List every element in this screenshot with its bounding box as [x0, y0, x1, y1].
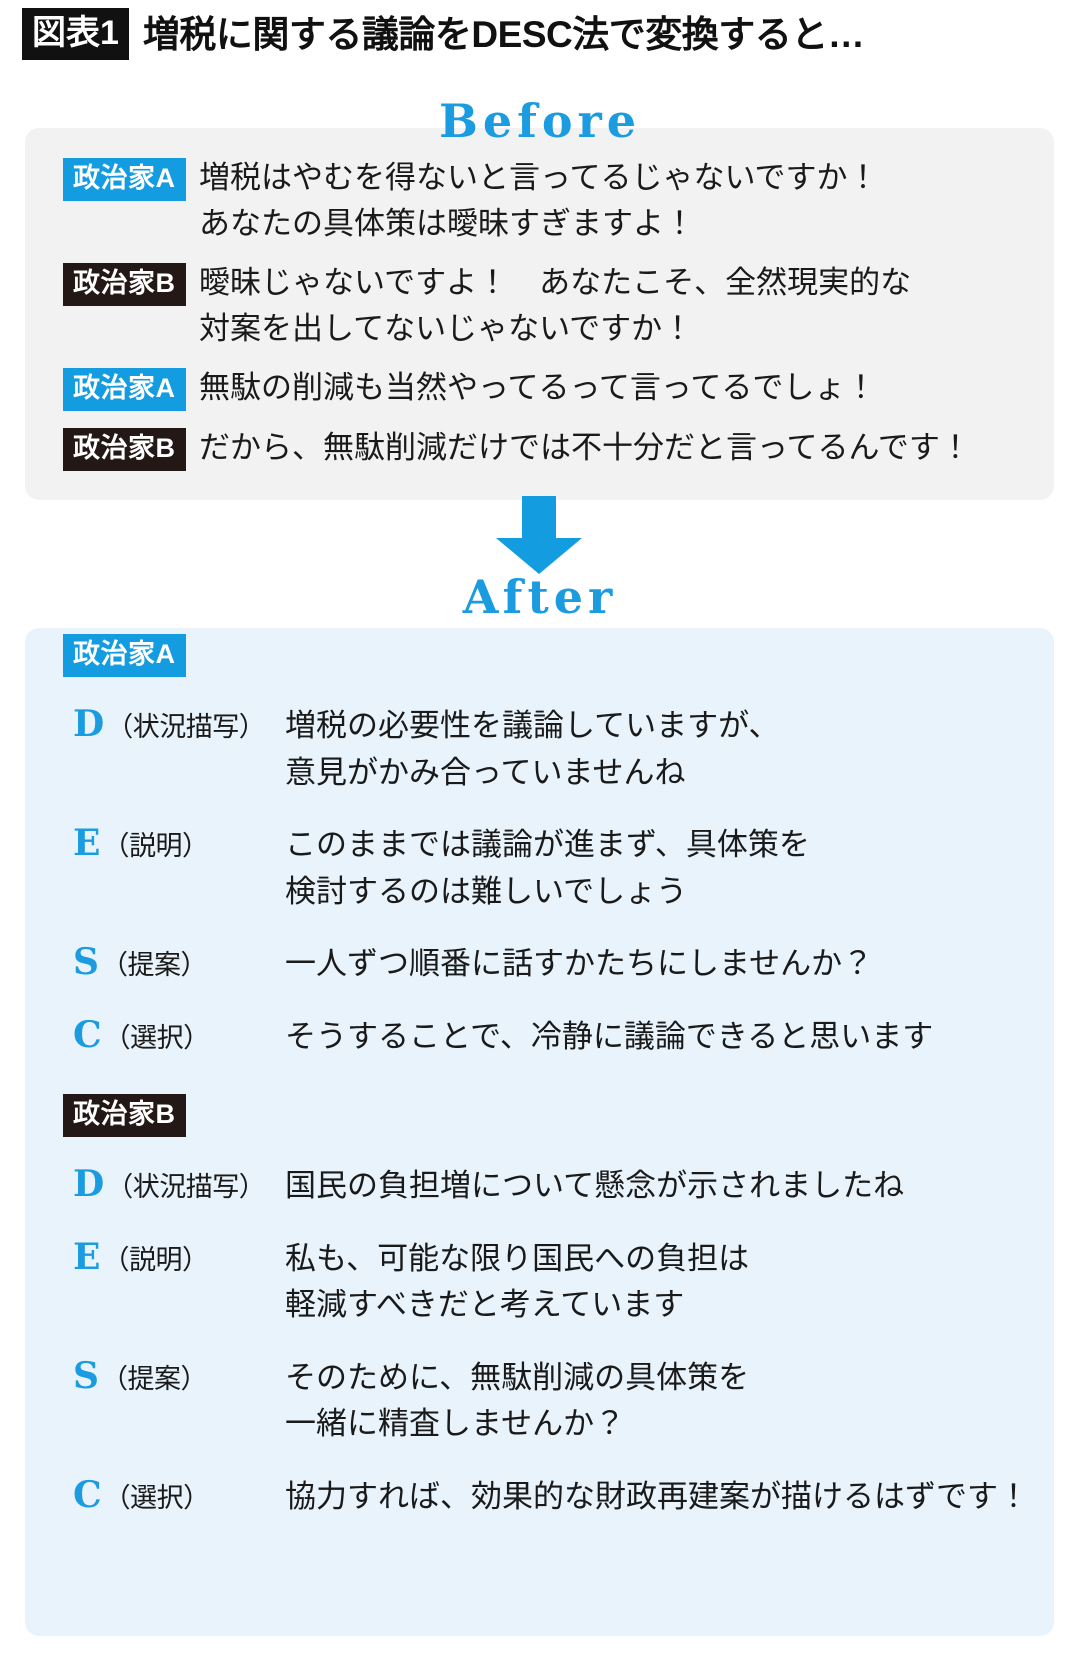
desc-line: 国民の負担増について懸念が示されましたね: [285, 1168, 905, 1203]
dialogue-line: 対案を出してないじゃないですか！: [199, 310, 694, 346]
speaker-badge: 政治家A: [63, 158, 186, 201]
desc-key: C（選択）: [63, 1014, 285, 1057]
desc-key: D（状況描写）: [63, 703, 285, 746]
dialogue-line: だから、無駄削減だけでは不十分だと言ってるんです！: [199, 430, 971, 466]
desc-row: D（状況描写）増税の必要性を議論していますが、意見がかみ合っていませんね: [63, 703, 1043, 796]
speaker-badge-cell: 政治家B: [63, 425, 199, 472]
desc-letter: C: [73, 1013, 102, 1056]
desc-line: そのために、無駄削減の具体策を: [285, 1359, 750, 1395]
desc-row: C（選択）そうすることで、冷静に議論できると思います: [63, 1014, 1043, 1061]
desc-text: 一人ずつ順番に話すかたちにしませんか？: [285, 941, 873, 988]
desc-row: E（説明）私も、可能な限り国民への負担は軽減すべきだと考えています: [63, 1236, 1043, 1329]
desc-text: 国民の負担増について懸念が示されましたね: [285, 1163, 904, 1210]
desc-letter: D: [73, 703, 105, 745]
desc-row: D（状況描写）国民の負担増について懸念が示されましたね: [63, 1163, 1043, 1210]
desc-key: E（説明）: [63, 1236, 285, 1279]
arrow-down-icon: [489, 496, 589, 574]
desc-text: このままでは議論が進まず、具体策を検討するのは難しいでしょう: [285, 822, 810, 915]
desc-row: S（提案）一人ずつ順番に話すかたちにしませんか？: [63, 941, 1043, 988]
page-title-text: 増税に関する議論をDESC法で変換すると…: [142, 13, 865, 55]
desc-row: C（選択）協力すれば、効果的な財政再建案が描けるはずです！: [63, 1474, 1043, 1521]
speaker-badge-cell: 政治家A: [63, 634, 1043, 677]
before-dialogue-row: 政治家B だから、無駄削減だけでは不十分だと言ってるんです！: [63, 425, 1033, 472]
page-title: 図表1 増税に関する議論をDESC法で変換すると…: [22, 8, 865, 60]
desc-label: （説明）: [102, 831, 209, 861]
desc-text: 私も、可能な限り国民への負担は軽減すべきだと考えています: [285, 1236, 749, 1329]
desc-label: （選択）: [103, 1482, 211, 1513]
desc-line: そうすることで、冷静に議論できると思います: [285, 1018, 934, 1054]
after-heading: After: [462, 570, 618, 624]
desc-row: E（説明）このままでは議論が進まず、具体策を検討するのは難しいでしょう: [63, 822, 1043, 915]
desc-letter: E: [73, 1235, 101, 1278]
desc-label: （説明）: [102, 1244, 209, 1275]
speaker-badge: 政治家A: [63, 368, 186, 412]
speaker-badge-cell: 政治家B: [63, 260, 199, 307]
desc-label: （提案）: [101, 1363, 208, 1394]
desc-letter: C: [73, 1473, 102, 1516]
figure-number-badge: 図表1: [22, 8, 129, 60]
desc-line: 検討するのは難しいでしょう: [285, 873, 688, 909]
speaker-badge-cell: 政治家A: [63, 365, 199, 412]
desc-row: S（提案）そのために、無駄削減の具体策を一緒に精査しませんか？: [63, 1355, 1043, 1448]
desc-label: （状況描写）: [106, 1172, 266, 1202]
desc-text: 増税の必要性を議論していますが、意見がかみ合っていませんね: [285, 703, 779, 796]
speaker-badge: 政治家B: [63, 428, 186, 472]
dialogue-text: 曖昧じゃないですよ！ あなたこそ、全然現実的な対案を出してないじゃないですか！: [199, 260, 911, 351]
speaker-badge-cell: 政治家B: [63, 1094, 1043, 1137]
desc-label: （選択）: [103, 1022, 211, 1053]
desc-line: 意見がかみ合っていませんね: [285, 754, 686, 790]
speaker-badge: 政治家B: [63, 1094, 186, 1137]
speaker-badge: 政治家B: [63, 263, 186, 307]
desc-line: 私も、可能な限り国民への負担は: [285, 1240, 750, 1276]
dialogue-text: だから、無駄削減だけでは不十分だと言ってるんです！: [199, 425, 971, 471]
group-spacer: [63, 1060, 1043, 1094]
desc-key: S（提案）: [63, 1355, 285, 1398]
desc-line: 増税の必要性を議論していますが、: [285, 708, 780, 743]
desc-line: 一緒に精査しませんか？: [285, 1406, 626, 1441]
desc-text: そのために、無駄削減の具体策を一緒に精査しませんか？: [285, 1355, 749, 1448]
desc-label: （状況描写）: [106, 712, 266, 742]
desc-line: 一人ずつ順番に話すかたちにしませんか？: [285, 946, 874, 981]
after-panel: [25, 628, 1054, 1636]
desc-letter: D: [73, 1163, 105, 1205]
desc-letter: E: [73, 822, 101, 864]
before-dialogue-list: 政治家A 増税はやむを得ないと言ってるじゃないですか！ あなたの具体策は曖昧すぎます…: [63, 155, 1033, 485]
dialogue-line: 曖昧じゃないですよ！ あなたこそ、全然現実的な: [199, 265, 912, 301]
desc-label: （提案）: [101, 950, 208, 980]
desc-text: 協力すれば、効果的な財政再建案が描けるはずです！: [285, 1474, 1029, 1521]
speaker-badge: 政治家A: [63, 634, 186, 677]
desc-line: このままでは議論が進まず、具体策を: [285, 827, 810, 862]
before-dialogue-row: 政治家A 無駄の削減も当然やってるって言ってるでしょ！: [63, 365, 1033, 412]
before-heading: Before: [438, 94, 642, 148]
before-panel: [25, 128, 1054, 500]
before-dialogue-row: 政治家A 増税はやむを得ないと言ってるじゃないですか！ あなたの具体策は曖昧すぎます…: [63, 155, 1033, 246]
desc-key: D（状況描写）: [63, 1163, 285, 1206]
dialogue-line: あなたの具体策は曖昧すぎますよ！: [199, 205, 695, 241]
desc-line: 協力すれば、効果的な財政再建案が描けるはずです！: [285, 1478, 1029, 1514]
dialogue-line: 無駄の削減も当然やってるって言ってるでしょ！: [199, 370, 877, 406]
dialogue-text: 増税はやむを得ないと言ってるじゃないですか！ あなたの具体策は曖昧すぎますよ！: [199, 155, 879, 246]
desc-letter: S: [73, 1354, 99, 1397]
desc-letter: S: [73, 941, 99, 983]
dialogue-text: 無駄の削減も当然やってるって言ってるでしょ！: [199, 365, 876, 411]
desc-key: S（提案）: [63, 941, 285, 984]
desc-key: C（選択）: [63, 1474, 285, 1517]
before-dialogue-row: 政治家B 曖昧じゃないですよ！ あなたこそ、全然現実的な対案を出してないじゃないで…: [63, 260, 1033, 351]
desc-line: 軽減すべきだと考えています: [285, 1287, 685, 1322]
speaker-badge-cell: 政治家A: [63, 155, 199, 201]
desc-text: そうすることで、冷静に議論できると思います: [285, 1014, 933, 1061]
desc-key: E（説明）: [63, 822, 285, 865]
dialogue-line: 増税はやむを得ないと言ってるじゃないですか！: [199, 160, 879, 195]
